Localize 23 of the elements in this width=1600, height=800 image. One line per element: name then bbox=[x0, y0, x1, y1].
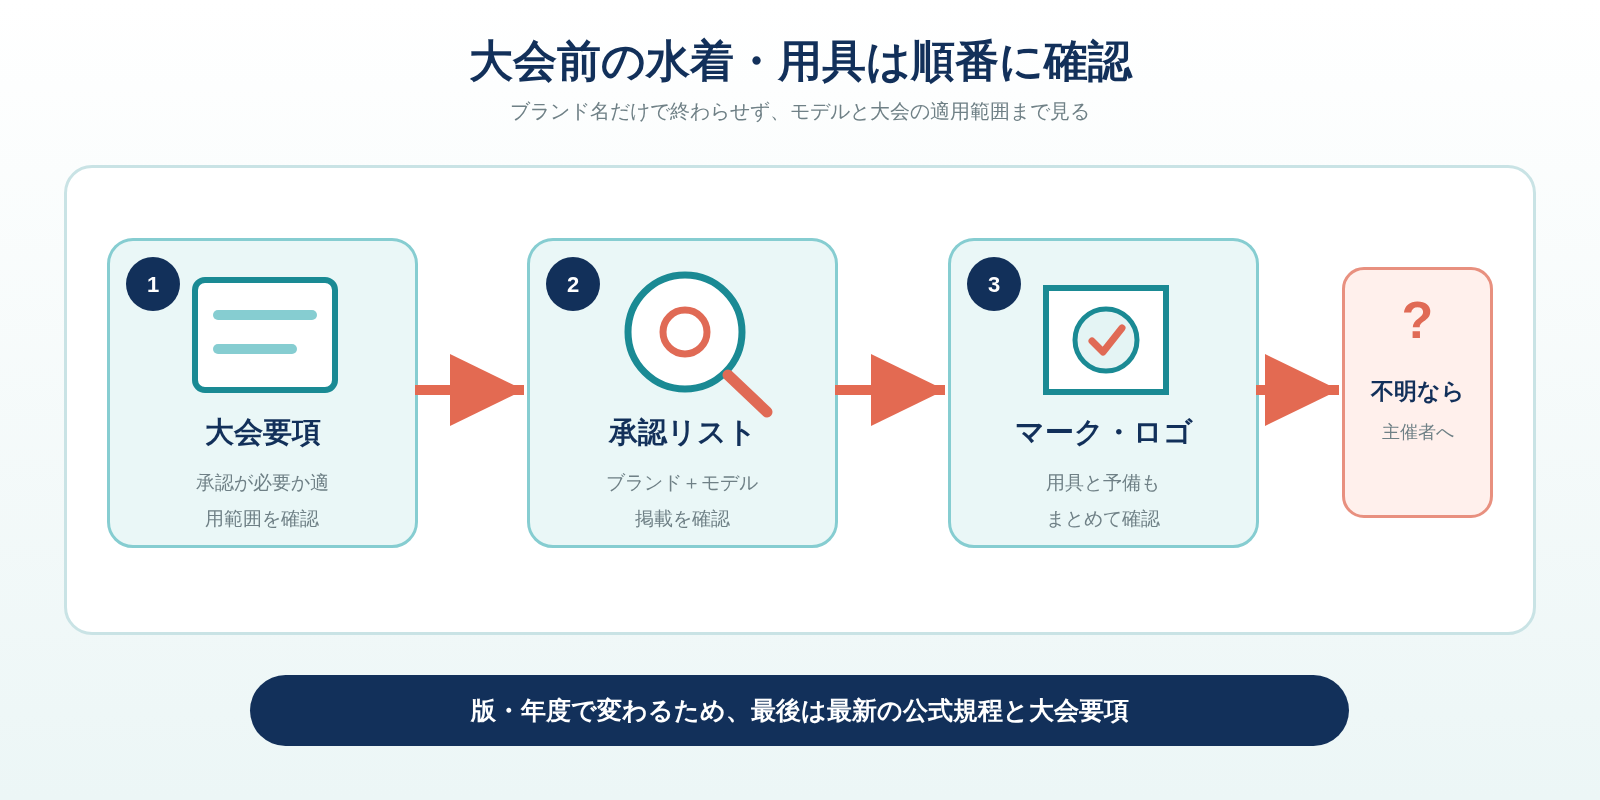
note-text: 主催者へ bbox=[1381, 420, 1454, 444]
subtitle: ブランド名だけで終わらせず、モデルと大会の適用範囲まで見る bbox=[509, 99, 1091, 124]
step-title: マーク・ロゴ bbox=[1013, 415, 1194, 450]
step-title: 承認リスト bbox=[607, 415, 758, 450]
step-card bbox=[527, 238, 838, 548]
step-card bbox=[107, 238, 418, 548]
note-card bbox=[1342, 267, 1493, 518]
arrow bbox=[1256, 354, 1339, 426]
step-title: 大会要項 bbox=[203, 415, 322, 450]
step-number: 2 bbox=[546, 257, 600, 311]
step-number: 3 bbox=[967, 257, 1021, 311]
panel-background bbox=[64, 165, 1536, 635]
note-title: 不明なら bbox=[1370, 377, 1465, 406]
step-number: 1 bbox=[126, 257, 180, 311]
step-description: 用具と予備もまとめて確認 bbox=[1045, 471, 1162, 531]
step-description: 承認が必要か適用範囲を確認 bbox=[195, 471, 330, 531]
step-card bbox=[948, 238, 1259, 548]
arrow bbox=[835, 354, 945, 426]
title: 大会前の水着・用具は順番に確認 bbox=[467, 34, 1134, 88]
arrow bbox=[415, 354, 524, 426]
banner-text: 版・年度で変わるため、最後は最新の公式規程と大会要項 bbox=[470, 694, 1129, 726]
question-mark: ? bbox=[1401, 290, 1434, 351]
step-description: ブランド＋モデル掲載を確認 bbox=[605, 471, 760, 531]
